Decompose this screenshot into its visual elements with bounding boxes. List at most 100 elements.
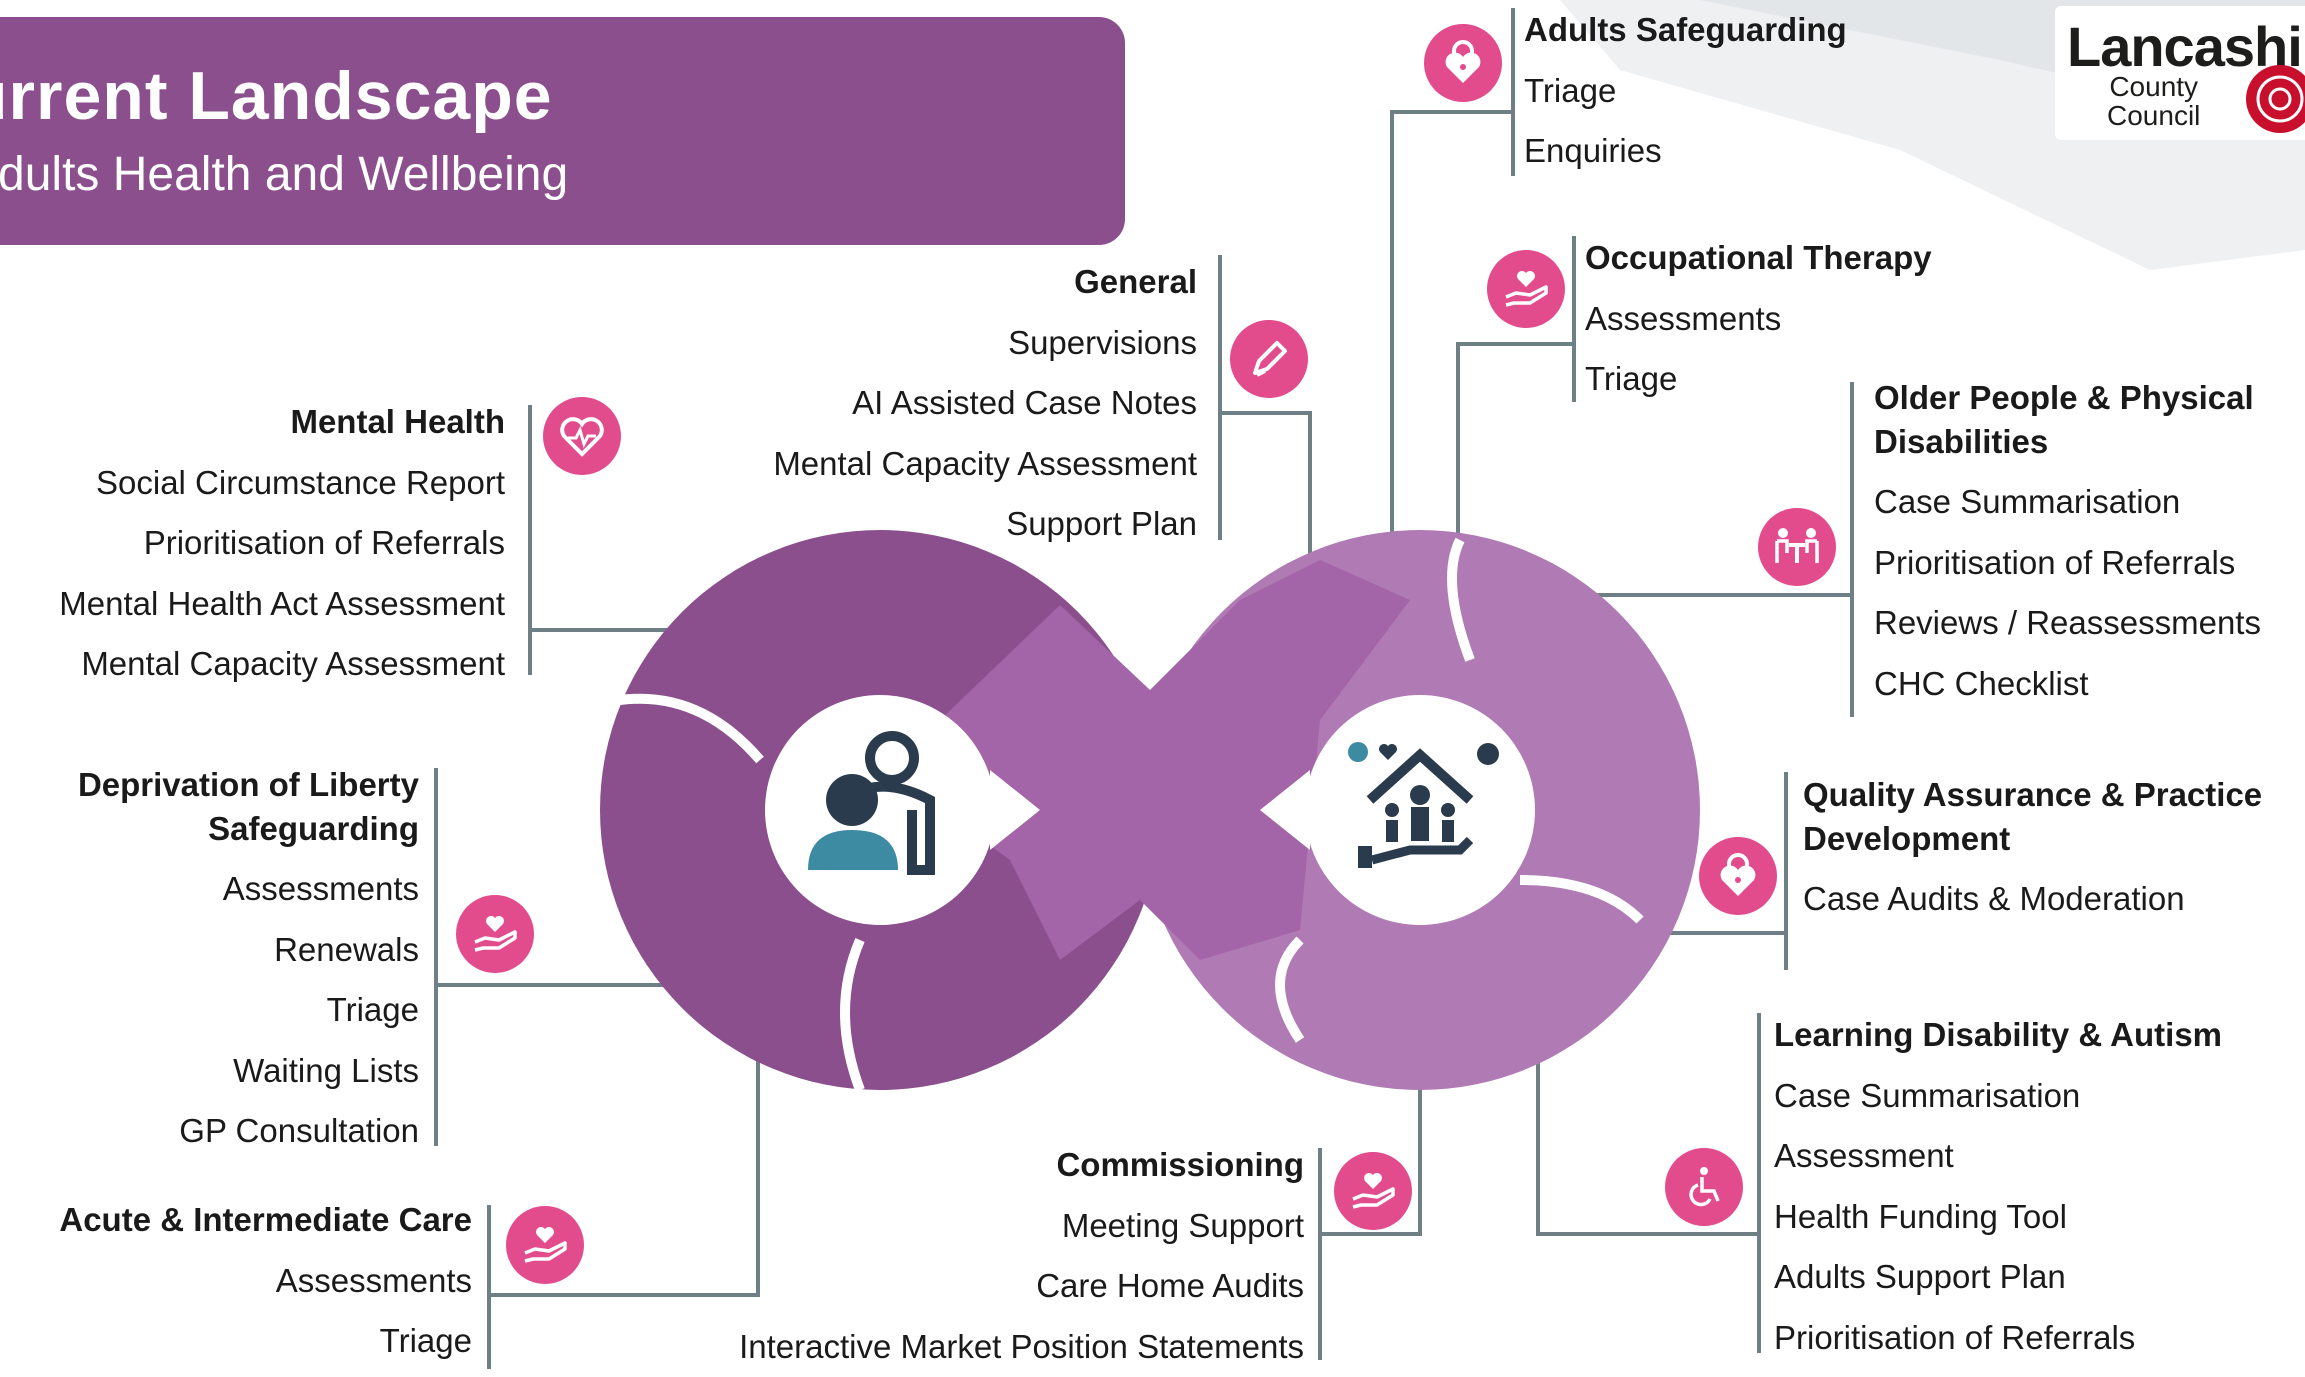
heart-pulse-icon	[560, 417, 604, 457]
bracket-line	[1511, 8, 1515, 176]
group-heading: Older People & Physical Disabilities	[1874, 368, 2261, 472]
heart-hand-icon	[524, 1227, 567, 1263]
page-title: urrent Landscape	[0, 58, 553, 134]
list-item: Health Funding Tool	[1774, 1197, 2067, 1235]
list-item: Case Audits & Moderation	[1803, 880, 2185, 917]
group-heading: Mental Health	[290, 403, 505, 440]
connector-occupational-therapy	[1456, 342, 1573, 535]
bracket-line	[1572, 236, 1576, 402]
adults-safeguarding-icon-badge	[1424, 24, 1502, 102]
title-banner: urrent Landscape Adults Health and Wellb…	[0, 17, 1125, 245]
page-subtitle: Adults Health and Wellbeing	[0, 148, 569, 201]
group-occupational-therapy: Occupational Therapy Assessments Triage	[1585, 228, 1932, 410]
bracket-line	[1218, 255, 1222, 540]
meeting-table-icon	[1775, 528, 1819, 563]
connector-adults-safeguarding	[1390, 110, 1512, 535]
mental-health-icon-badge	[543, 397, 621, 475]
logo-line1: County	[2109, 71, 2199, 102]
heading-line: Deprivation of Liberty	[77, 766, 419, 803]
list-item: Assessment	[1774, 1137, 1954, 1175]
group-acute: Acute & Intermediate Care Assessments Tr…	[59, 1190, 472, 1372]
older-people-icon-badge	[1758, 508, 1836, 586]
logo-name: Lancashi	[2067, 15, 2303, 78]
red-rose-icon	[2246, 65, 2305, 133]
group-heading: Quality Assurance & Practice Development	[1803, 765, 2262, 869]
family-home-icon	[1348, 742, 1499, 868]
list-item: Adults Support Plan	[1774, 1258, 2066, 1296]
connector-learning-disability	[1536, 1060, 1760, 1236]
group-heading: Acute & Intermediate Care	[59, 1201, 472, 1238]
list-item: CHC Checklist	[1874, 664, 2089, 702]
list-item: Prioritisation of Referrals	[1874, 543, 2236, 581]
heading-line: Safeguarding	[208, 810, 419, 847]
connector-lines	[438, 110, 1853, 1297]
list-item: Mental Health Act Assessment	[59, 584, 505, 622]
list-item: Waiting Lists	[233, 1051, 419, 1089]
group-learning-disability: Learning Disability & Autism Case Summar…	[1774, 1005, 2222, 1369]
list-item: Mental Capacity Assessment	[773, 444, 1197, 482]
list-item: Triage	[379, 1322, 472, 1360]
group-quality: Quality Assurance & Practice Development…	[1803, 765, 2262, 930]
bracket-line	[1318, 1148, 1322, 1360]
list-item: Assessments	[1585, 299, 1782, 337]
list-item: Case Summarisation	[1774, 1076, 2081, 1114]
group-older-people: Older People & Physical Disabilities Cas…	[1874, 368, 2261, 714]
carer-person-icon	[808, 731, 935, 875]
list-item: Prioritisation of Referrals	[143, 524, 505, 562]
list-item: Care Home Audits	[1036, 1267, 1304, 1305]
crossing-band	[940, 560, 1410, 960]
heart-hand-icon	[1505, 271, 1548, 307]
heart-lock-icon	[1720, 853, 1756, 896]
group-general: General Supervisions AI Assisted Case No…	[773, 252, 1197, 555]
bracket-line	[487, 1205, 491, 1369]
connector-general	[1222, 411, 1312, 560]
quality-icon-badge	[1699, 837, 1777, 915]
group-heading: Commissioning	[1056, 1146, 1304, 1183]
heading-line: Older People & Physical	[1874, 379, 2254, 416]
left-center-disc	[765, 695, 995, 925]
group-adults-safeguarding: Adults Safeguarding Triage Enquiries	[1524, 0, 1847, 182]
bracket-line	[528, 405, 532, 675]
heading-line: Quality Assurance & Practice	[1803, 776, 2263, 813]
list-item: Renewals	[274, 930, 419, 968]
list-item: AI Assisted Case Notes	[852, 384, 1197, 422]
group-heading: General	[1074, 263, 1197, 300]
arrow-head	[1060, 605, 1140, 730]
list-item: Meeting Support	[1061, 1206, 1304, 1244]
list-item: Reviews / Reassessments	[1874, 604, 2261, 642]
list-item: Triage	[1585, 360, 1678, 398]
connector-acute	[490, 1050, 760, 1297]
list-item: Assessments	[275, 1261, 472, 1299]
list-item: Triage	[326, 991, 419, 1029]
group-dols: Deprivation of Liberty Safeguarding Asse…	[78, 755, 419, 1162]
infinity-loop	[600, 530, 1700, 1092]
commissioning-icon-badge	[1334, 1152, 1412, 1230]
list-item: Triage	[1524, 71, 1617, 109]
list-item: Support Plan	[1006, 505, 1197, 543]
dols-icon-badge	[456, 895, 534, 973]
heading-line: Disabilities	[1874, 423, 2049, 460]
heart-hand-icon	[474, 916, 517, 952]
logo-subtext: County Council	[2107, 72, 2200, 130]
acute-icon-badge	[506, 1206, 584, 1284]
heading-line: Development	[1803, 820, 2011, 857]
heart-lock-icon	[1445, 40, 1481, 83]
group-heading: Adults Safeguarding	[1524, 11, 1847, 48]
list-item: Supervisions	[1008, 323, 1197, 361]
bracket-line	[1850, 382, 1854, 717]
occupational-therapy-icon-badge	[1487, 250, 1565, 328]
logo-line2: Council	[2107, 100, 2201, 131]
list-item: Interactive Market Position Statements	[739, 1327, 1304, 1365]
learning-disability-icon-badge	[1665, 1148, 1743, 1226]
list-item: Enquiries	[1524, 132, 1662, 170]
council-logo: Lancashi County Council	[2055, 6, 2305, 140]
list-item: Prioritisation of Referrals	[1774, 1318, 2136, 1356]
bracket-line	[1784, 772, 1788, 970]
connector-commissioning	[1322, 1080, 1422, 1236]
group-mental-health: Mental Health Social Circumstance Report…	[59, 392, 505, 695]
group-heading: Occupational Therapy	[1585, 239, 1932, 276]
bracket-line	[434, 768, 438, 1146]
heart-hand-icon	[1352, 1173, 1395, 1209]
list-item: GP Consultation	[179, 1112, 419, 1150]
